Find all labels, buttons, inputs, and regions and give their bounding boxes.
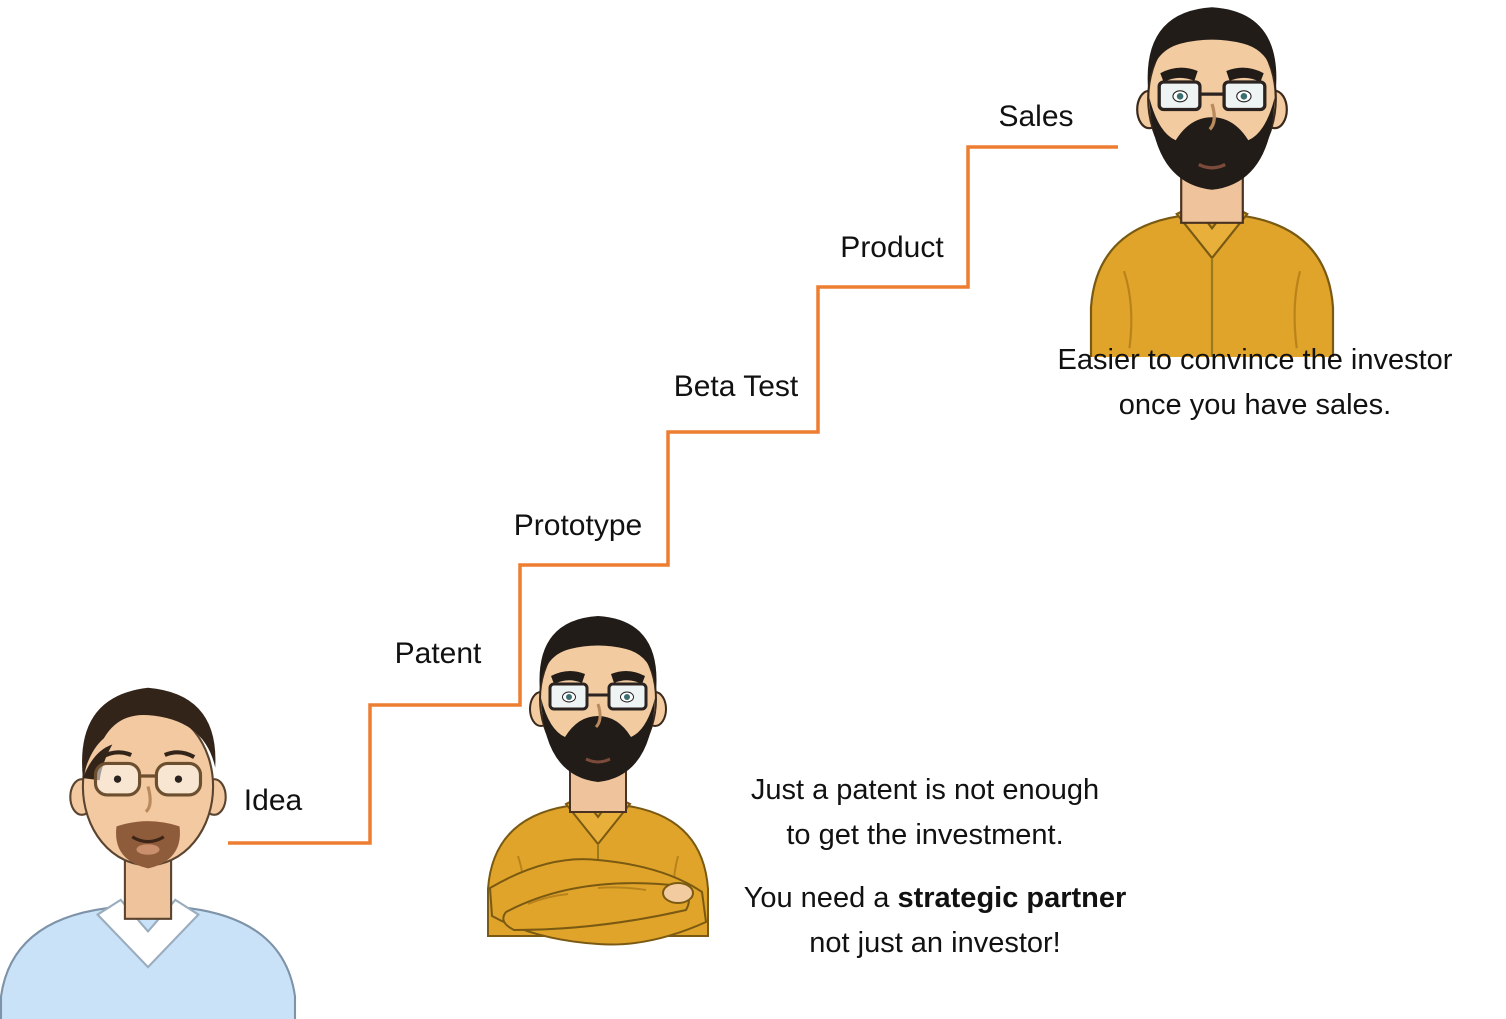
step-label-prototype: Prototype <box>513 509 643 542</box>
bearded-man-top-illustration <box>1047 0 1377 357</box>
note-partner-pre: You need a <box>743 882 898 914</box>
note-partner-line1: You need a strategic partner <box>744 876 1127 921</box>
step-label-patent: Patent <box>394 637 482 670</box>
step-label-product: Product <box>840 231 944 264</box>
note-partner: You need a strategic partner not just an… <box>744 876 1127 966</box>
note-patent: Just a patent is not enough to get the i… <box>751 768 1099 858</box>
note-partner-line2: not just an investor! <box>809 927 1061 959</box>
note-investor-line1: Easier to convince the investor <box>1057 344 1453 376</box>
step-label-idea: Idea <box>243 784 303 817</box>
note-investor-line2: once you have sales. <box>1118 389 1392 421</box>
staircase-path <box>228 145 1118 845</box>
note-investor: Easier to convince the investor once you… <box>1058 338 1453 428</box>
step-label-sales: Sales <box>998 100 1074 133</box>
note-patent-line1: Just a patent is not enough <box>750 774 1100 806</box>
note-partner-bold: strategic partner <box>897 882 1127 914</box>
idea-man-illustration <box>0 650 316 1019</box>
step-label-beta-test: Beta Test <box>673 370 799 403</box>
bearded-man-arms-crossed-illustration <box>448 604 748 984</box>
note-patent-line2: to get the investment. <box>786 819 1064 851</box>
